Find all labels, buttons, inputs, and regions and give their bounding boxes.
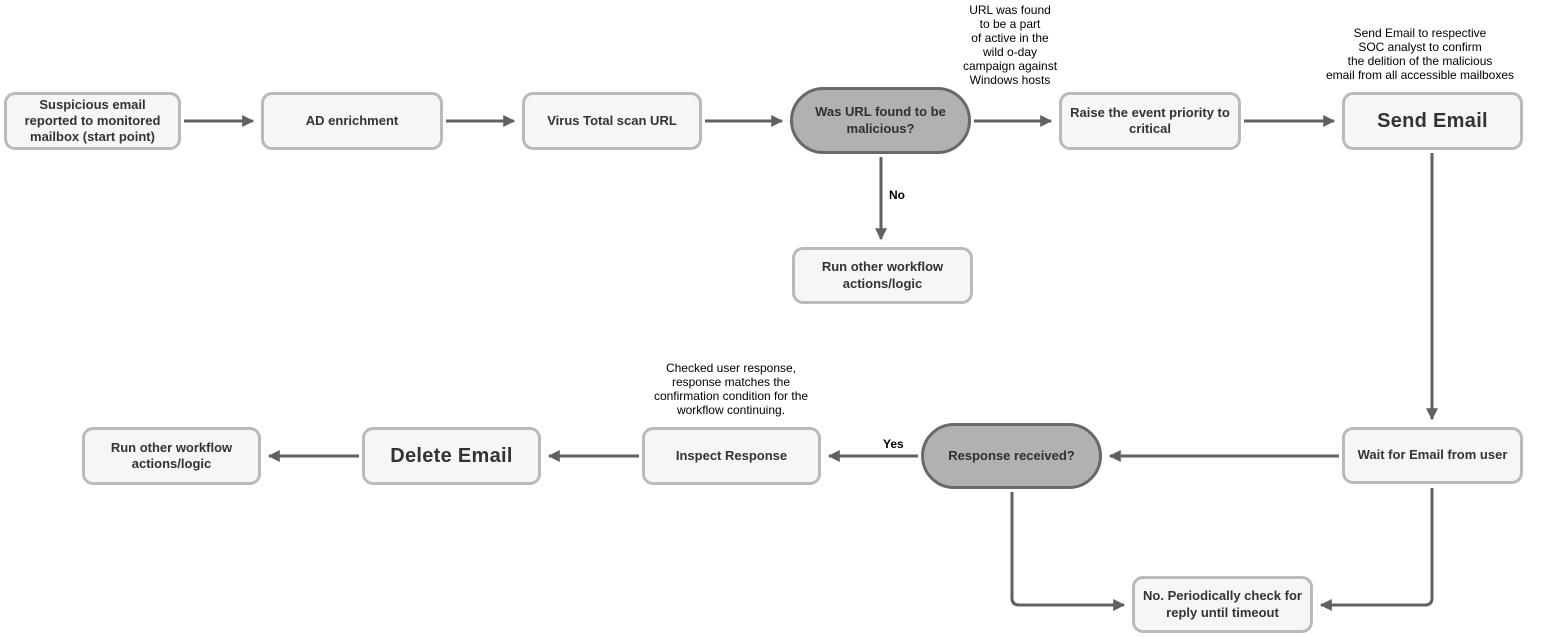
annotation-checked-response: Checked user response, response matches … (653, 361, 809, 417)
node-send-email[interactable]: Send Email (1342, 92, 1523, 150)
node-ad-enrichment[interactable]: AD enrichment (261, 92, 443, 150)
node-decision-response-received[interactable]: Response received? (921, 423, 1102, 489)
edge-wait-to-periodic (1319, 488, 1434, 611)
edge-label-yes: Yes (881, 437, 906, 451)
node-delete-email[interactable]: Delete Email (362, 427, 541, 485)
node-decision-url-malicious[interactable]: Was URL found to be malicious? (790, 87, 971, 154)
node-inspect-response[interactable]: Inspect Response (642, 427, 821, 485)
node-run-other-workflow-bottom[interactable]: Run other workflow actions/logic (82, 427, 261, 485)
edge-label-no: No (887, 188, 907, 202)
node-wait-for-email[interactable]: Wait for Email from user (1342, 427, 1523, 484)
annotation-url-campaign: URL was found to be a part of active in … (962, 3, 1058, 87)
node-periodic-check[interactable]: No. Periodically check for reply until t… (1132, 576, 1313, 633)
node-run-other-workflow-top[interactable]: Run other workflow actions/logic (792, 247, 973, 304)
node-start-suspicious-email[interactable]: Suspicious email reported to monitored m… (4, 92, 181, 150)
edge-response-to-periodic (1010, 492, 1126, 611)
node-raise-priority[interactable]: Raise the event priority to critical (1059, 92, 1241, 150)
node-virus-total-scan[interactable]: Virus Total scan URL (522, 92, 702, 150)
annotation-send-email-note: Send Email to respective SOC analyst to … (1325, 26, 1515, 82)
